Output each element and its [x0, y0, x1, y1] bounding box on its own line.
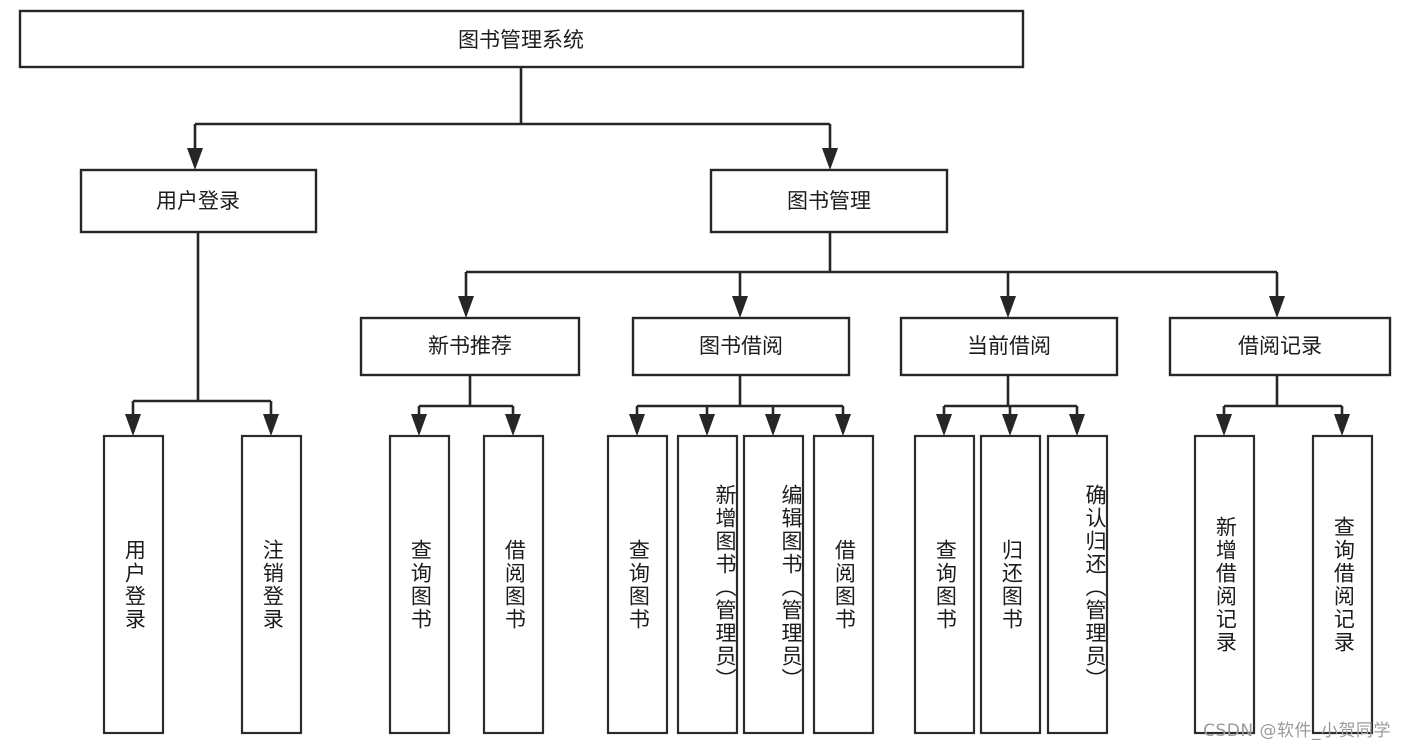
node-current-borrow-label: 当前借阅 [967, 334, 1051, 358]
connector-group-user-login [125, 232, 279, 436]
connector-group-root [187, 67, 838, 170]
node-borrow-record-label: 借阅记录 [1238, 334, 1322, 358]
leaf-node-user-login-logout[interactable] [240, 434, 303, 735]
arrow-head-icon [835, 414, 851, 436]
node-book-borrow[interactable]: 图书借阅 [631, 316, 851, 377]
connector-group-book-borrow [629, 375, 851, 436]
node-new-book-recommend[interactable]: 新书推荐 [359, 316, 581, 377]
leaf-node-borrow-query[interactable] [606, 434, 669, 735]
connector-group-book-management [458, 232, 1285, 318]
connector-group-current-borrow [936, 375, 1085, 436]
node-book-management[interactable]: 图书管理 [709, 168, 949, 234]
node-current-borrow[interactable]: 当前借阅 [899, 316, 1119, 377]
arrow-head-icon [263, 414, 279, 436]
arrow-head-icon [1334, 414, 1350, 436]
arrow-head-icon [458, 296, 474, 318]
node-book-management-label: 图书管理 [787, 189, 871, 213]
leaf-node-newbook-query[interactable] [388, 434, 451, 735]
node-user-login-label: 用户登录 [156, 189, 240, 213]
arrow-head-icon [1269, 296, 1285, 318]
connector-group-borrow-record [1216, 375, 1350, 436]
leaf-node-user-login-login[interactable] [102, 434, 165, 735]
leaf-node-borrow-loan[interactable] [812, 434, 875, 735]
arrow-head-icon [732, 296, 748, 318]
arrow-head-icon [125, 414, 141, 436]
leaf-node-current-query[interactable] [913, 434, 976, 735]
arrow-head-icon [629, 414, 645, 436]
arrow-head-icon [1000, 296, 1016, 318]
leaf-node-current-confirm[interactable] [1046, 434, 1109, 735]
leaf-node-borrow-edit[interactable] [742, 434, 805, 735]
arrow-head-icon [1002, 414, 1018, 436]
node-borrow-record[interactable]: 借阅记录 [1168, 316, 1392, 377]
leaf-node-current-return[interactable] [979, 434, 1042, 735]
arrow-head-icon [505, 414, 521, 436]
leaf-node-borrow-add[interactable] [676, 434, 739, 735]
arrow-head-icon [936, 414, 952, 436]
node-user-login[interactable]: 用户登录 [79, 168, 318, 234]
arrow-head-icon [187, 148, 203, 170]
node-root-system-label: 图书管理系统 [458, 28, 584, 52]
node-book-borrow-label: 图书借阅 [699, 334, 783, 358]
arrow-head-icon [822, 148, 838, 170]
node-new-book-recommend-label: 新书推荐 [428, 334, 512, 358]
arrow-head-icon [765, 414, 781, 436]
arrow-head-icon [699, 414, 715, 436]
leaf-node-record-add[interactable] [1193, 434, 1256, 735]
node-root-system[interactable]: 图书管理系统 [18, 9, 1025, 69]
leaf-node-record-query[interactable] [1311, 434, 1374, 735]
arrow-head-icon [1069, 414, 1085, 436]
arrow-head-icon [1216, 414, 1232, 436]
watermark-text: CSDN @软件_小贺同学 [1203, 721, 1391, 741]
leaf-node-newbook-borrow[interactable] [482, 434, 545, 735]
connector-group-new-book [411, 375, 521, 436]
arrow-head-icon [411, 414, 427, 436]
